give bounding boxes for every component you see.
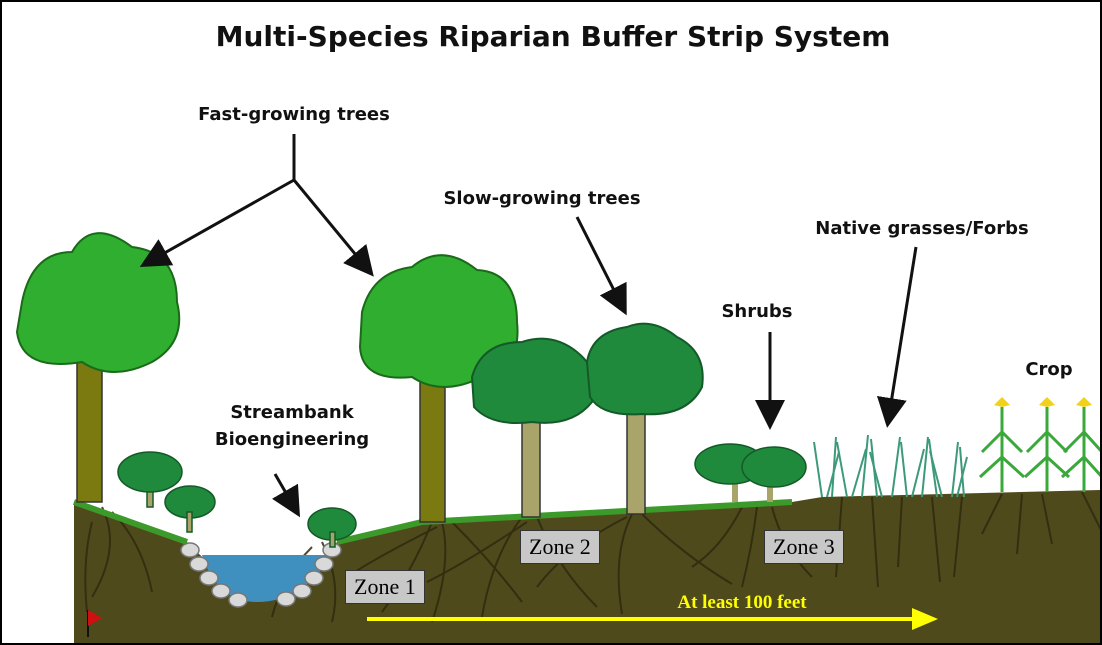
zone-2-label: Zone 2: [520, 530, 600, 564]
crop-tassels: [994, 397, 1092, 407]
arrow-fast-trees-right: [294, 180, 370, 272]
slow-growing-tree-2: [587, 324, 703, 514]
arrow-native-grasses: [888, 247, 916, 422]
diagram-title: Multi-Species Riparian Buffer Strip Syst…: [216, 20, 891, 53]
native-grasses: [814, 435, 967, 497]
arrow-slow-trees: [577, 217, 624, 310]
label-slow-growing-trees: Slow-growing trees: [443, 188, 640, 209]
arrow-streambank: [275, 474, 297, 512]
shrubs: [695, 444, 806, 502]
slow-growing-tree-1: [472, 339, 595, 517]
label-streambank-line2: Bioengineering: [215, 429, 369, 450]
label-crop: Crop: [1025, 359, 1072, 380]
label-shrubs: Shrubs: [721, 301, 792, 322]
label-streambank-line1: Streambank: [230, 402, 354, 423]
arrow-fast-trees-left: [145, 180, 294, 264]
label-fast-growing-trees: Fast-growing trees: [198, 104, 390, 125]
zone-3-label: Zone 3: [764, 530, 844, 564]
crop-plants: [980, 407, 1102, 492]
label-native-grasses: Native grasses/Forbs: [815, 218, 1028, 239]
zone-1-label: Zone 1: [345, 570, 425, 604]
distance-label: At least 100 feet: [677, 592, 807, 613]
